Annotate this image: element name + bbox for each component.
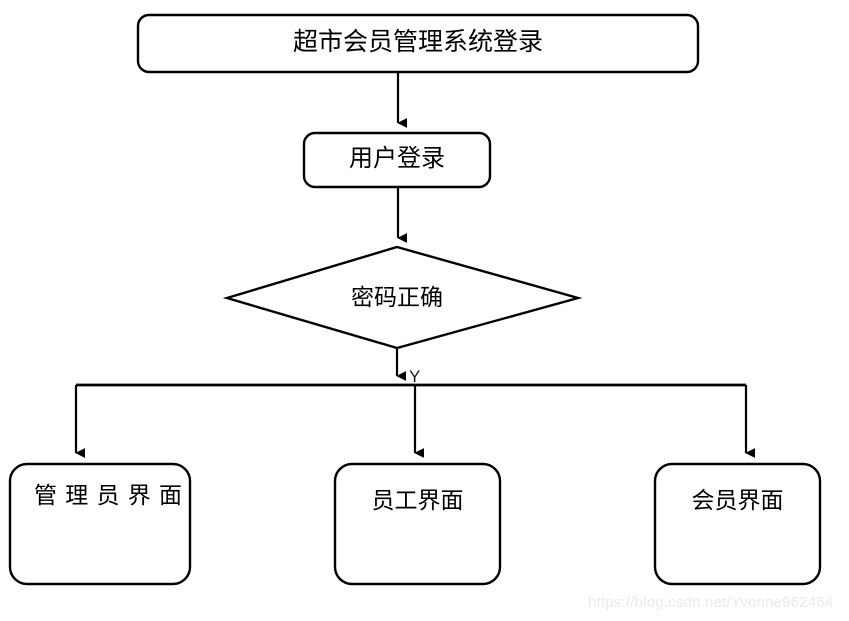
node-decision-shape[interactable] bbox=[222, 245, 583, 350]
node-title-shape[interactable] bbox=[136, 13, 700, 74]
watermark-text: https://blog.csdn.net/Yvonne962464 bbox=[588, 594, 834, 611]
node-admin-shape[interactable] bbox=[8, 462, 192, 586]
edge-label-yes: Y bbox=[409, 367, 421, 386]
node-login-shape[interactable] bbox=[302, 131, 492, 189]
node-staff-shape[interactable] bbox=[333, 462, 502, 586]
node-member-shape[interactable] bbox=[653, 462, 822, 586]
